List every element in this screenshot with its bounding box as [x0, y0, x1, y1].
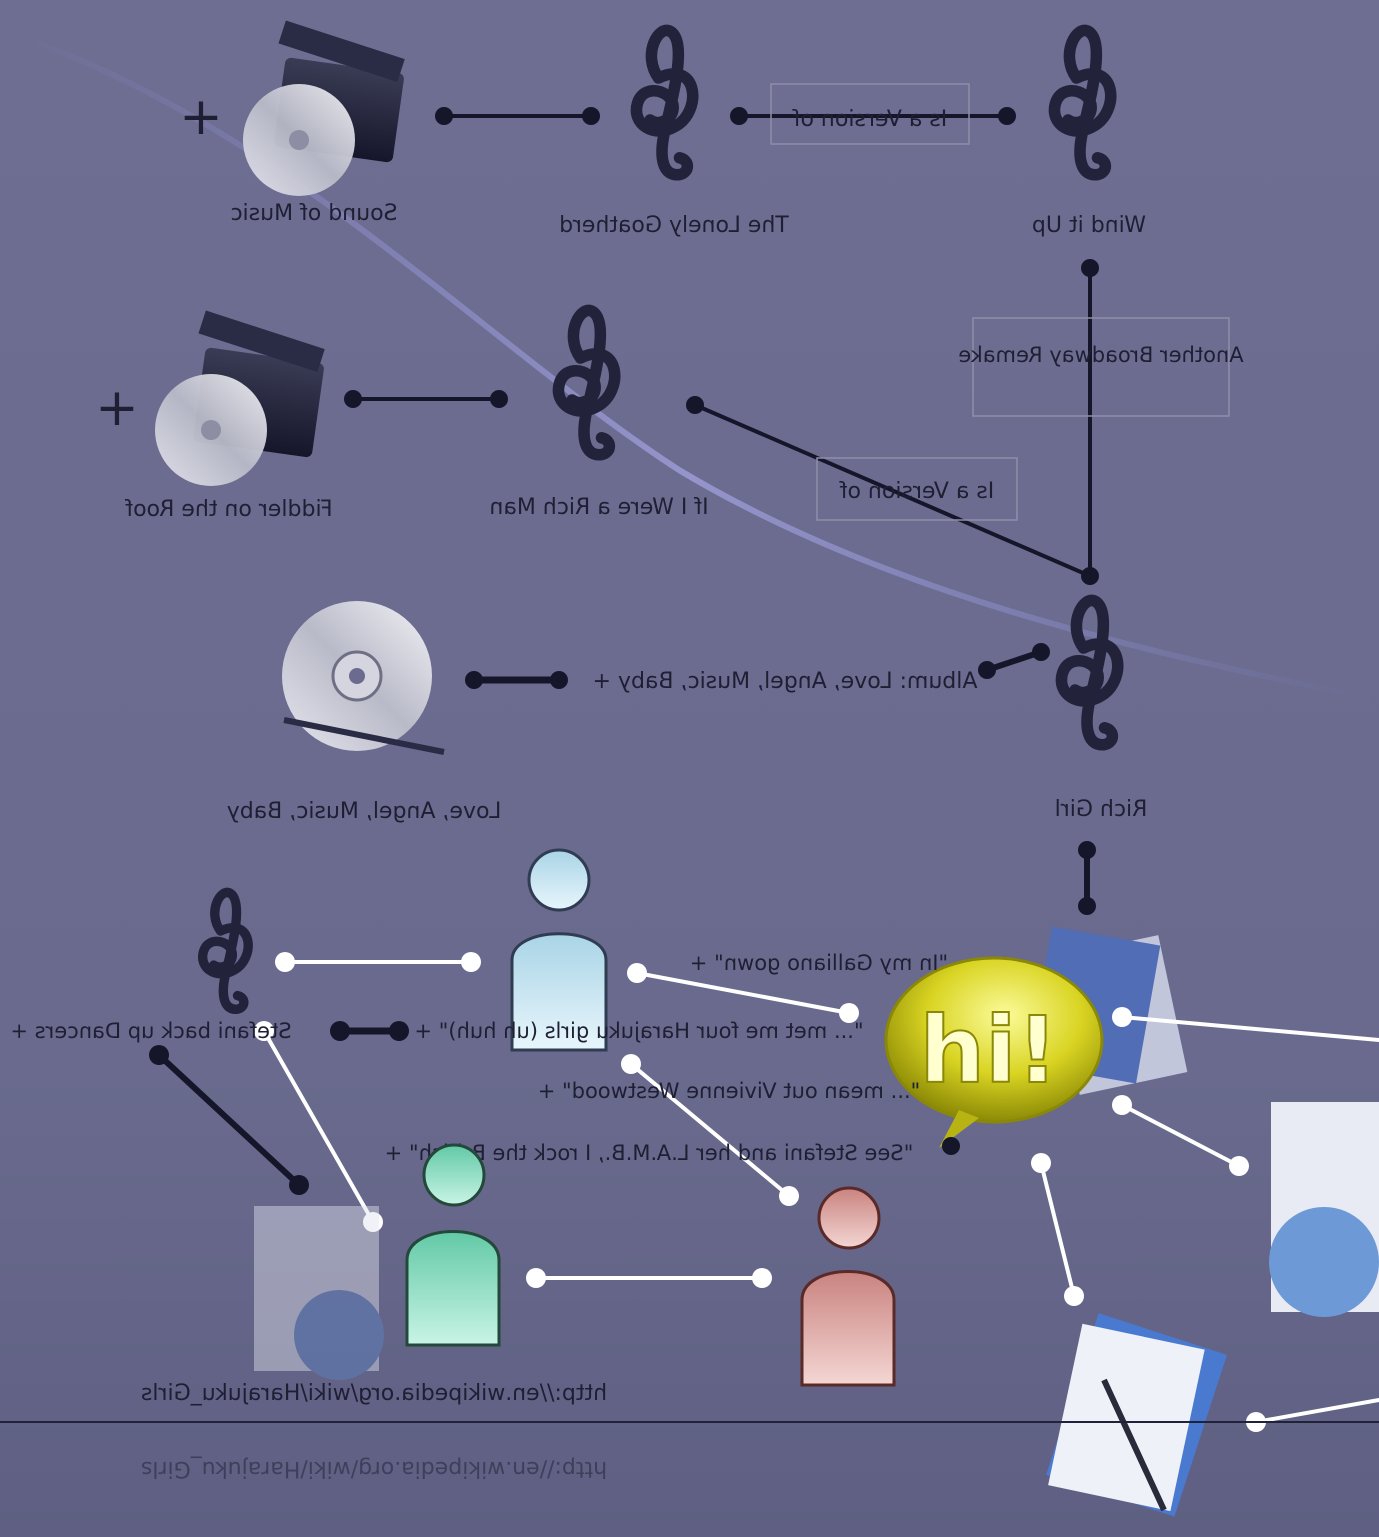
node-label: If I Were a Rich Man — [489, 495, 708, 520]
treble-clef-icon — [203, 892, 249, 1009]
cd-disc-icon — [282, 601, 445, 755]
edge-hi-webdoc — [1120, 1103, 1241, 1168]
svg-text:hi!: hi! — [920, 997, 1059, 1104]
edge-label-harajuku-quote: "... met me four Harajuku girls (uh huh)… — [414, 1019, 863, 1043]
edge-label-version-2: Is a Version of — [838, 479, 994, 504]
edge-backup-webdoc — [156, 1052, 302, 1188]
node-label: http://en.wikipedia.org/wiki/Harajuku_Gi… — [141, 1381, 607, 1406]
treble-clef-icon — [1054, 30, 1110, 174]
edge-person-hi-1 — [635, 971, 851, 1015]
node-label: The Lonely Goatherd — [559, 213, 790, 238]
edge-hi-editdoc — [1039, 1161, 1076, 1298]
edge-hi-right-1 — [1120, 1015, 1379, 1042]
edge-label-galliano: "In my Galliano gown" + — [690, 951, 948, 975]
person-green-icon[interactable] — [405, 1143, 501, 1347]
light-streak — [0, 27, 1379, 703]
web-document-icon — [254, 1206, 384, 1380]
node-sound-of-music[interactable]: Sound of Music + — [179, 20, 405, 226]
node-label: Rich Girl — [1055, 797, 1148, 822]
treble-clef-icon — [558, 310, 614, 454]
node-label: Sound of Music — [230, 201, 397, 226]
node-lonely-goatherd[interactable]: The Lonely Goatherd — [559, 30, 790, 238]
hi-chat-bubble-icon[interactable]: hi! — [884, 956, 1104, 1148]
node-wind-it-up[interactable]: Wind it Up — [1032, 30, 1146, 238]
edge-editdoc-right — [1254, 1398, 1379, 1424]
treble-clef-node-small[interactable] — [203, 892, 249, 1009]
edge-label-westwood: "... mean out Vivienne Westwood" + — [538, 1079, 921, 1103]
expand-plus-icon[interactable]: + — [95, 378, 139, 438]
node-fiddler[interactable]: Fiddler on the Roof + — [95, 310, 333, 522]
edit-document-icon[interactable] — [1046, 1313, 1227, 1517]
edge-label-version-1: Is a Version of — [791, 107, 947, 132]
node-rich-girl[interactable]: Rich Girl — [1055, 600, 1148, 822]
node-album[interactable]: Love, Angel, Music, Baby — [227, 601, 502, 824]
node-rich-man[interactable]: If I Were a Rich Man — [489, 310, 709, 520]
edge-label-album-link: Album: Love, Angel, Music, Baby + — [593, 669, 978, 694]
expand-plus-icon[interactable]: + — [179, 87, 223, 147]
node-label: Wind it Up — [1032, 213, 1146, 238]
edge-album-richgirl — [984, 649, 1044, 673]
web-document-icon[interactable] — [1269, 1102, 1379, 1317]
edge-label-stefani-backup: Stefani back up Dancers + — [10, 1019, 291, 1043]
treble-clef-icon — [1061, 600, 1117, 744]
edge-label-broadway: Another Broadway Remake — [958, 343, 1243, 367]
person-red-icon[interactable] — [800, 1186, 896, 1387]
edge-richman-richgirl — [693, 403, 1092, 578]
edge-person-red — [629, 1062, 791, 1198]
node-wiki-url[interactable]: http://en.wikipedia.org/wiki/Harajuku_Gi… — [141, 1206, 607, 1406]
edge-clef-webdoc — [262, 1029, 375, 1224]
person-blue-icon[interactable] — [510, 848, 608, 1052]
node-label: Fiddler on the Roof — [124, 497, 332, 522]
node-label: Love, Angel, Music, Baby — [227, 799, 502, 824]
movie-clapper-dvd-icon — [155, 310, 325, 486]
wiki-url-reflection: http://en.wikipedia.org/wiki/Harajuku_Gi… — [141, 1456, 607, 1481]
movie-clapper-dvd-icon — [243, 20, 405, 196]
treble-clef-icon — [636, 30, 692, 174]
